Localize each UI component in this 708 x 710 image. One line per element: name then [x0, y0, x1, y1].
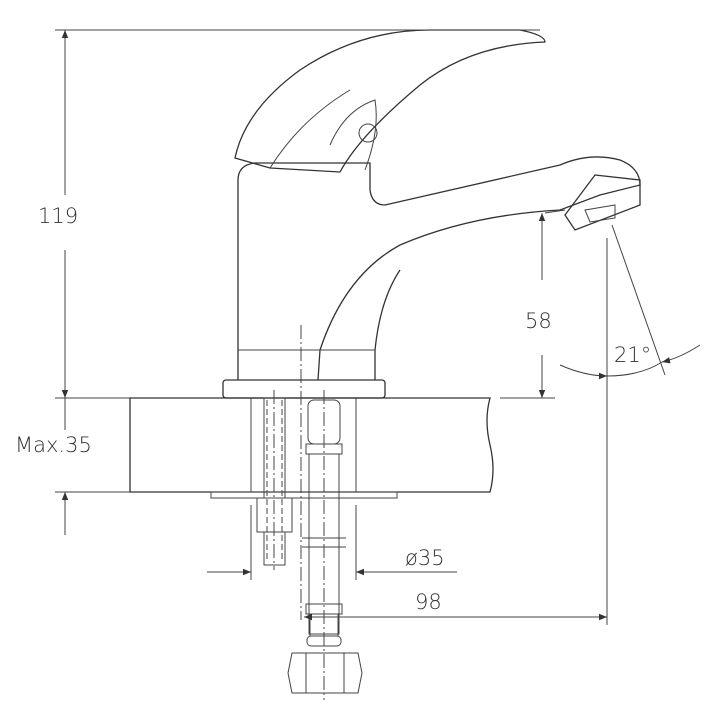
faucet-body	[222, 156, 641, 399]
dimension-spout-angle: 21°	[559, 224, 701, 625]
dimension-spout-height: 58	[500, 213, 555, 399]
dimension-height: 119	[38, 29, 540, 399]
spout-angle-label: 21°	[614, 343, 651, 367]
reach-label: 98	[415, 590, 442, 614]
dimension-counter-thickness: Max.35	[15, 398, 130, 535]
supply-hose	[287, 390, 363, 700]
height-label: 119	[38, 204, 78, 228]
mounting-stud	[256, 390, 293, 570]
spout-height-label: 58	[525, 309, 552, 333]
dimension-hole-diameter: ø35	[207, 505, 457, 580]
hole-diameter-label: ø35	[405, 546, 445, 570]
counter-thickness-label: Max.35	[15, 433, 92, 457]
counter-slab	[129, 397, 494, 499]
lever-handle	[234, 29, 546, 173]
dimension-reach: 98	[304, 590, 607, 621]
